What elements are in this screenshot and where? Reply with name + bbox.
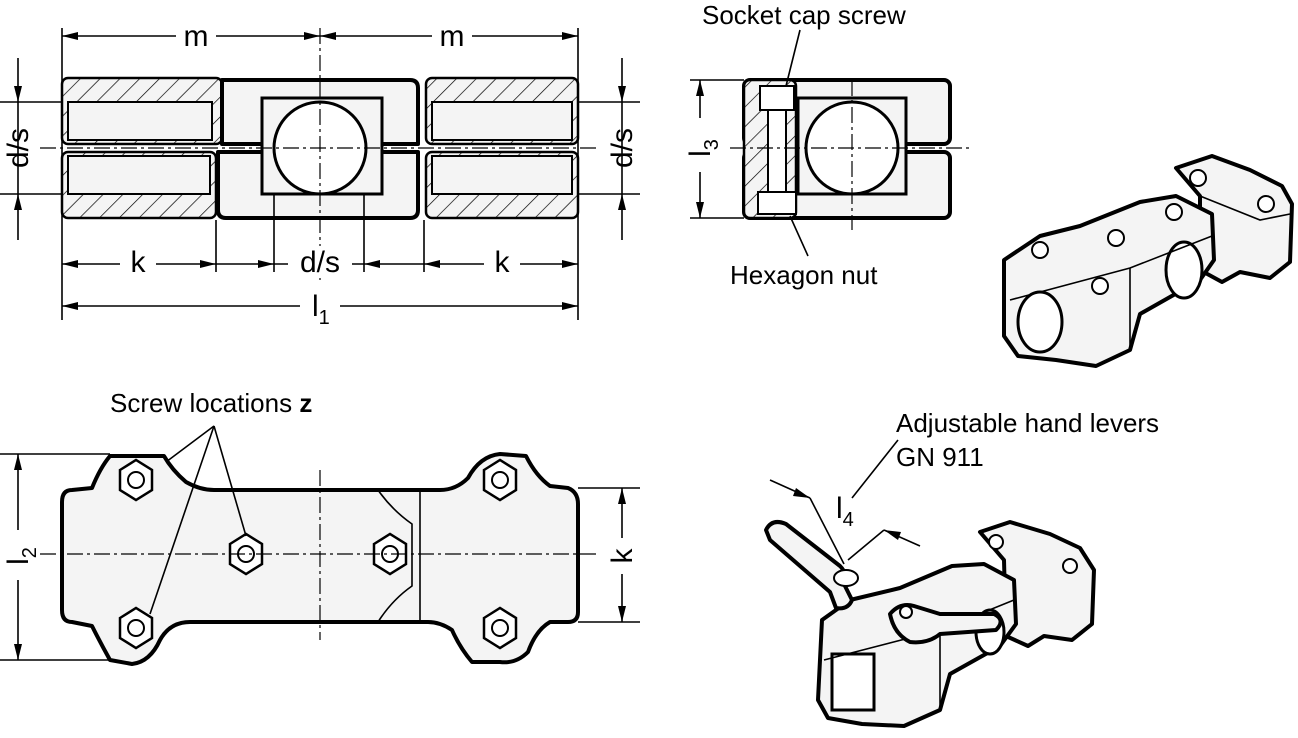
front-section-view: [0, 28, 640, 320]
label-gn-911: GN 911: [896, 442, 984, 472]
label-socket-cap-screw: Socket cap screw: [702, 0, 906, 30]
dim-l2: l2: [2, 547, 41, 565]
hexagon-nut-icon: [757, 191, 797, 215]
screw-location-center: [228, 532, 264, 576]
dim-l1: l1: [312, 290, 330, 329]
dim-m-left: m: [184, 20, 209, 53]
isometric-view-with-levers: [764, 439, 1096, 728]
dim-ds-right: d/s: [606, 128, 639, 168]
dim-m-right: m: [440, 20, 465, 53]
label-hexagon-nut: Hexagon nut: [730, 260, 878, 290]
hand-lever-right: [888, 603, 1003, 645]
dim-ds-center: d/s: [300, 246, 340, 279]
screw-location-right-middle: [372, 532, 408, 576]
label-screw-locations: Screw locations z: [110, 388, 312, 418]
top-view: [0, 425, 640, 666]
dim-ds-left: d/s: [2, 128, 35, 168]
dim-l3: l3: [684, 139, 723, 157]
label-adjustable-hand-levers: Adjustable hand levers: [896, 408, 1159, 438]
dim-l4: l4: [836, 492, 854, 531]
side-section-view: [690, 29, 970, 257]
dim-k-right: k: [495, 246, 511, 279]
screw-location-top-right: [482, 458, 518, 502]
screw-location-bottom-right: [482, 606, 518, 650]
screw-location-top-left: [118, 458, 154, 502]
dim-k-left: k: [131, 246, 147, 279]
dim-k-vertical: k: [606, 548, 639, 564]
socket-cap-screw-icon: [759, 85, 795, 111]
screw-location-bottom-left: [118, 606, 154, 650]
hand-lever-left: [764, 520, 854, 611]
isometric-view-clamp: [1002, 154, 1294, 368]
